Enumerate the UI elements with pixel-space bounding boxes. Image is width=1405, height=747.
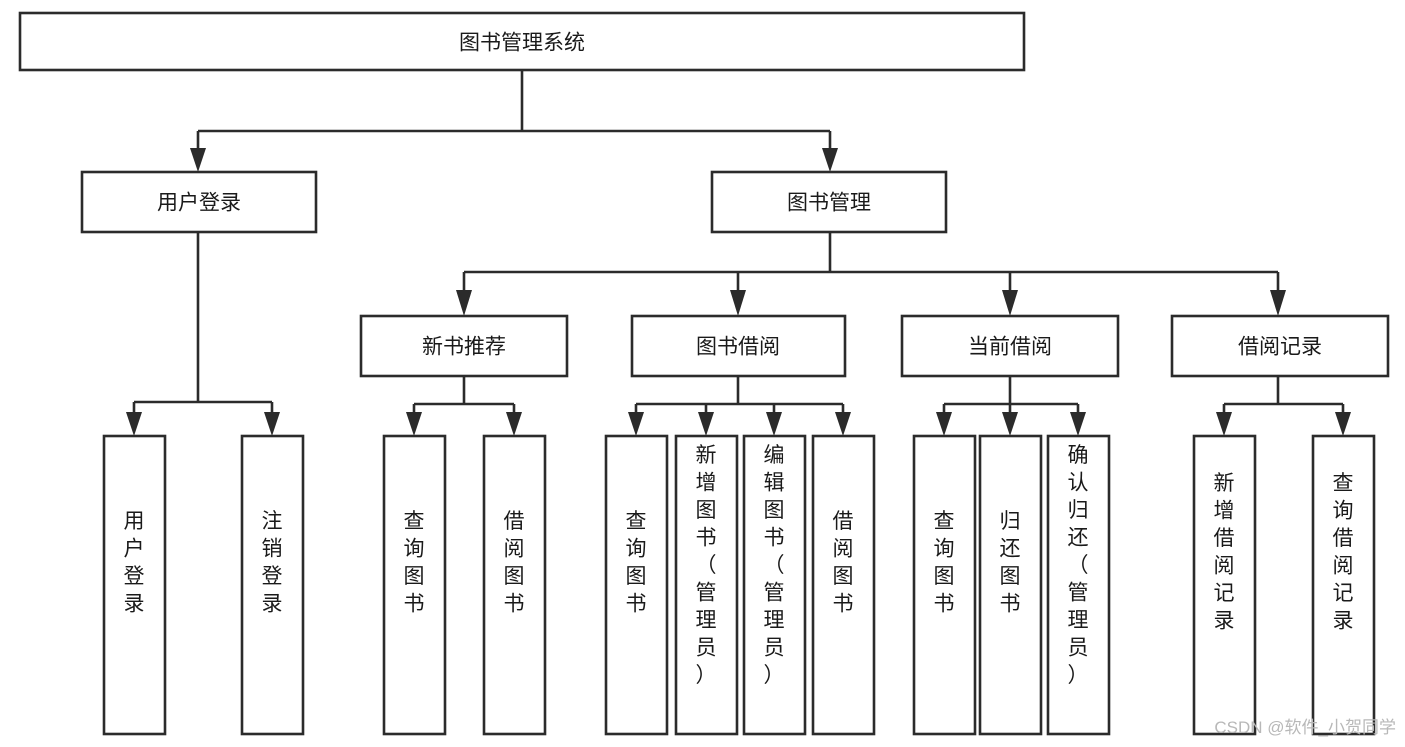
node-leaf-borrow-book-2-label: 借阅图书 — [833, 510, 854, 616]
node-leaf-query-book-3[interactable]: 查询图书 — [912, 434, 977, 736]
node-leaf-query-book-2-box[interactable] — [604, 434, 669, 736]
node-book-manage-label: 图书管理 — [787, 192, 871, 215]
node-leaf-query-record-label: 查询借阅记录 — [1333, 472, 1354, 633]
node-leaf-add-book-box[interactable] — [674, 434, 739, 736]
arrowhead-leaf-query-record — [1335, 412, 1351, 436]
node-leaf-edit-book-box[interactable] — [742, 434, 807, 736]
arrowhead-leaf-query-book-2 — [628, 412, 644, 436]
node-leaf-query-record-box[interactable] — [1311, 434, 1376, 736]
node-leaf-confirm-return-label: 确认归还（管理员） — [1068, 444, 1089, 687]
node-leaf-borrow-book-1-label: 借阅图书 — [504, 510, 525, 616]
node-new-book-recommend-label: 新书推荐 — [422, 336, 506, 359]
node-leaf-confirm-return[interactable]: 确认归还（管理员） — [1046, 434, 1111, 736]
arrowhead-leaf-confirm-return — [1070, 412, 1086, 436]
node-new-book-recommend[interactable]: 新书推荐 — [359, 314, 569, 378]
arrowhead-leaf-query-book-3 — [936, 412, 952, 436]
node-leaf-query-book-3-box[interactable] — [912, 434, 977, 736]
node-borrow-record[interactable]: 借阅记录 — [1170, 314, 1390, 378]
node-leaf-borrow-book-1-box[interactable] — [482, 434, 547, 736]
arrowhead-leaf-add-record — [1216, 412, 1232, 436]
arrowhead-leaf-edit-book — [766, 412, 782, 436]
node-borrow-record-box[interactable] — [1170, 314, 1390, 378]
node-leaf-borrow-book-2-box[interactable] — [811, 434, 876, 736]
node-book-borrow[interactable]: 图书借阅 — [630, 314, 847, 378]
node-book-borrow-box[interactable] — [630, 314, 847, 378]
node-book-manage-box[interactable] — [710, 170, 948, 234]
node-leaf-user-logout[interactable]: 注销登录 — [240, 434, 305, 736]
node-leaf-add-book-label: 新增图书（管理员） — [696, 444, 717, 687]
node-current-borrow-label: 当前借阅 — [968, 336, 1052, 359]
node-leaf-return-book-box[interactable] — [978, 434, 1043, 736]
arrowhead-user-login — [190, 148, 206, 172]
arrowhead-leaf-borrow-book-1 — [506, 412, 522, 436]
connector-layer — [126, 70, 1351, 436]
arrowhead-book-manage — [822, 148, 838, 172]
node-book-borrow-label: 图书借阅 — [696, 336, 780, 359]
node-leaf-user-login-box[interactable] — [102, 434, 167, 736]
node-leaf-query-book-3-label: 查询图书 — [934, 510, 955, 616]
node-leaf-query-book-2-label: 查询图书 — [626, 510, 647, 616]
arrowhead-leaf-return-book — [1002, 412, 1018, 436]
arrowhead-leaf-query-book-1 — [406, 412, 422, 436]
node-leaf-query-book-1-label: 查询图书 — [404, 510, 425, 616]
node-user-login-box[interactable] — [80, 170, 318, 234]
node-current-borrow[interactable]: 当前借阅 — [900, 314, 1120, 378]
node-leaf-user-login[interactable]: 用户登录 — [102, 434, 167, 736]
arrowhead-new-book-recommend — [456, 290, 472, 316]
arrowhead-current-borrow — [1002, 290, 1018, 316]
node-leaf-add-record-box[interactable] — [1192, 434, 1257, 736]
node-leaf-user-login-label: 用户登录 — [124, 510, 145, 616]
node-leaf-user-logout-label: 注销登录 — [262, 510, 283, 616]
arrowhead-leaf-borrow-book-2 — [835, 412, 851, 436]
node-leaf-add-book[interactable]: 新增图书（管理员） — [674, 434, 739, 736]
arrowhead-leaf-user-logout — [264, 412, 280, 436]
node-leaf-borrow-book-1[interactable]: 借阅图书 — [482, 434, 547, 736]
node-current-borrow-box[interactable] — [900, 314, 1120, 378]
arrowhead-leaf-user-login — [126, 412, 142, 436]
node-leaf-user-logout-box[interactable] — [240, 434, 305, 736]
node-leaf-edit-book-label: 编辑图书（管理员） — [764, 444, 785, 687]
node-root[interactable]: 图书管理系统 — [18, 11, 1026, 72]
node-leaf-query-record[interactable]: 查询借阅记录 — [1311, 434, 1376, 736]
node-leaf-confirm-return-box[interactable] — [1046, 434, 1111, 736]
node-root-label: 图书管理系统 — [459, 32, 585, 55]
arrowhead-leaf-add-book — [698, 412, 714, 436]
node-leaf-return-book-label: 归还图书 — [1000, 510, 1021, 616]
node-user-login-label: 用户登录 — [157, 192, 241, 215]
node-leaf-return-book[interactable]: 归还图书 — [978, 434, 1043, 736]
node-leaf-query-book-2[interactable]: 查询图书 — [604, 434, 669, 736]
node-leaf-add-record-label: 新增借阅记录 — [1214, 472, 1235, 633]
node-borrow-record-label: 借阅记录 — [1238, 336, 1322, 359]
node-root-box[interactable] — [18, 11, 1026, 72]
node-leaf-add-record[interactable]: 新增借阅记录 — [1192, 434, 1257, 736]
node-user-login[interactable]: 用户登录 — [80, 170, 318, 234]
node-leaf-borrow-book-2[interactable]: 借阅图书 — [811, 434, 876, 736]
node-leaf-query-book-1-box[interactable] — [382, 434, 447, 736]
node-leaf-query-book-1[interactable]: 查询图书 — [382, 434, 447, 736]
node-book-manage[interactable]: 图书管理 — [710, 170, 948, 234]
arrowhead-borrow-record — [1270, 290, 1286, 316]
node-new-book-recommend-box[interactable] — [359, 314, 569, 378]
csdn-watermark: CSDN @软件_小贺同学 — [1214, 718, 1396, 737]
arrowhead-book-borrow — [730, 290, 746, 316]
node-leaf-edit-book[interactable]: 编辑图书（管理员） — [742, 434, 807, 736]
